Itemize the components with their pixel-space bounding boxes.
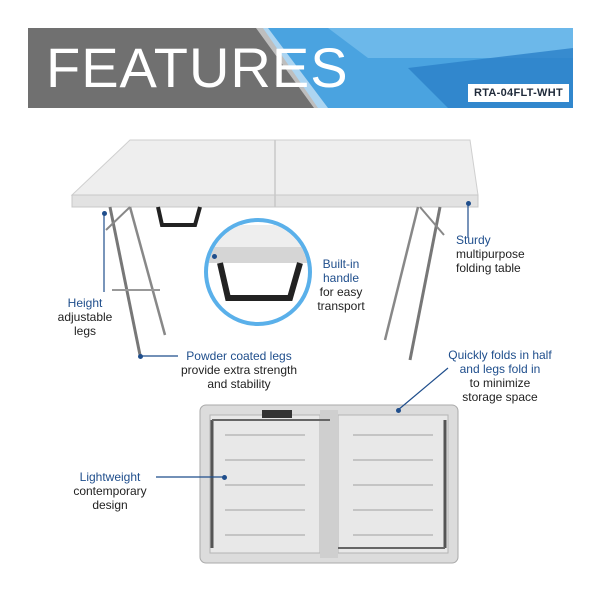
sturdy-title: Sturdy <box>456 233 491 247</box>
lightweight-title: Lightweight <box>79 470 141 484</box>
height-dot <box>102 211 107 216</box>
powder-dot <box>138 354 143 359</box>
handle-title-2: handle <box>322 271 360 285</box>
folding-table-upright <box>70 139 479 361</box>
sturdy-dot <box>466 201 471 206</box>
sku-label: RTA-04FLT-WHT <box>467 84 569 102</box>
height-line2: adjustable <box>57 310 113 324</box>
sturdy-line3: folding table <box>456 261 521 275</box>
handle-line4: transport <box>317 299 365 313</box>
handle-title-1: Built-in <box>322 257 360 271</box>
folding-table-folded <box>199 404 459 564</box>
callout-pointers <box>103 203 469 478</box>
handle-line3: for easy <box>319 285 363 299</box>
callout-handle: Built-in handle for easy transport <box>313 257 369 313</box>
height-line3: legs <box>73 324 96 338</box>
callout-folds: Quickly folds in half and legs fold in t… <box>440 348 560 404</box>
sturdy-line2: multipurpose <box>456 247 525 261</box>
lightweight-line2: contemporary <box>73 484 147 498</box>
folds-dot <box>396 408 401 413</box>
lightweight-line3: design <box>92 498 128 512</box>
folds-line4: storage space <box>462 390 538 404</box>
banner-title: FEATURES <box>46 36 349 99</box>
callout-height: Height adjustable legs <box>50 296 120 338</box>
features-banner: FEATURES RTA-04FLT-WHT <box>28 28 573 108</box>
powder-line3: and stability <box>207 377 271 391</box>
folds-title-2: and legs fold in <box>459 362 541 376</box>
handle-dot <box>212 254 217 259</box>
folds-line3: to minimize <box>469 376 531 390</box>
callout-sturdy: Sturdy multipurpose folding table <box>456 233 525 275</box>
powder-title: Powder coated legs <box>186 349 292 363</box>
callout-powder: Powder coated legs provide extra strengt… <box>176 349 302 391</box>
lightweight-dot <box>222 475 227 480</box>
powder-line2: provide extra strength <box>180 363 298 377</box>
handle-detail-circle <box>204 218 312 326</box>
folds-title-1: Quickly folds in half <box>448 348 552 362</box>
callout-lightweight: Lightweight contemporary design <box>64 470 156 512</box>
height-title: Height <box>67 296 103 310</box>
